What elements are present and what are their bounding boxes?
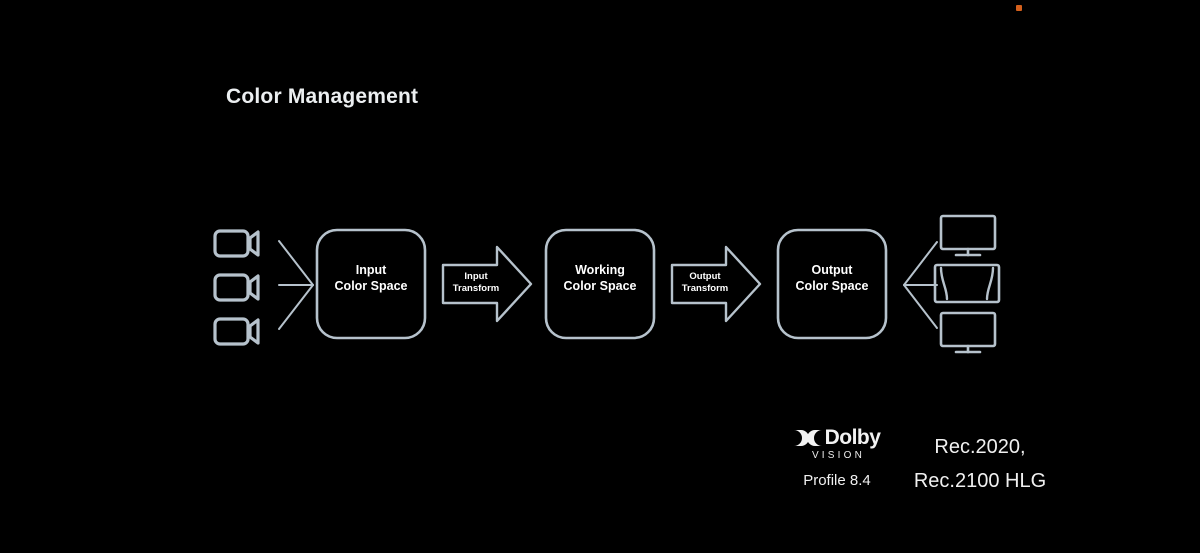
standard-line-2: Rec.2100 HLG	[913, 470, 1047, 492]
output-connector-lines	[903, 241, 938, 329]
dolby-logo: Dolby	[793, 427, 881, 448]
arrow-input-transform	[441, 245, 533, 323]
box-output-color-space-label: Output Color Space	[762, 262, 902, 294]
dolby-vision-subtitle: VISION	[811, 450, 866, 461]
arrow-output-line2: Transform	[681, 283, 729, 294]
box-input-line2: Color Space	[334, 279, 408, 293]
box-input-color-space-label: Input Color Space	[301, 262, 441, 294]
standard-line-1: Rec.2020,	[934, 436, 1026, 458]
box-input-color-space	[315, 228, 427, 340]
box-output-line2: Color Space	[795, 279, 869, 293]
video-camera-icon	[213, 317, 260, 346]
box-working-line2: Color Space	[563, 279, 637, 293]
video-camera-icon	[213, 273, 260, 302]
arrow-input-line1: Input	[464, 271, 488, 282]
box-output-color-space	[776, 228, 888, 340]
dolby-profile-label: Profile 8.4	[803, 472, 871, 489]
arrow-input-line2: Transform	[452, 283, 500, 294]
box-working-line1: Working	[575, 263, 625, 277]
color-standards-label: Rec.2020, Rec.2100 HLG	[885, 430, 1075, 498]
box-working-color-space	[544, 228, 656, 340]
video-camera-icon	[213, 229, 260, 258]
input-connector-lines	[278, 240, 314, 330]
arrow-output-transform	[670, 245, 762, 323]
arrow-output-transform-label: Output Transform	[660, 271, 750, 295]
dolby-vision-badge: Dolby VISION Profile 8.4	[793, 427, 881, 489]
cinema-screen-icon	[933, 263, 1001, 304]
arrow-output-line1: Output	[689, 271, 721, 282]
recording-dot-icon	[1016, 5, 1022, 11]
dolby-wordmark: Dolby	[824, 426, 881, 449]
tv-monitor-icon	[939, 311, 997, 354]
box-output-line1: Output	[811, 263, 853, 277]
page-title: Color Management	[226, 85, 419, 108]
tv-monitor-icon	[939, 214, 997, 257]
dolby-double-d-icon	[793, 429, 822, 446]
arrow-input-transform-label: Input Transform	[431, 271, 521, 295]
box-input-line1: Input	[355, 263, 387, 277]
box-working-color-space-label: Working Color Space	[530, 262, 670, 294]
